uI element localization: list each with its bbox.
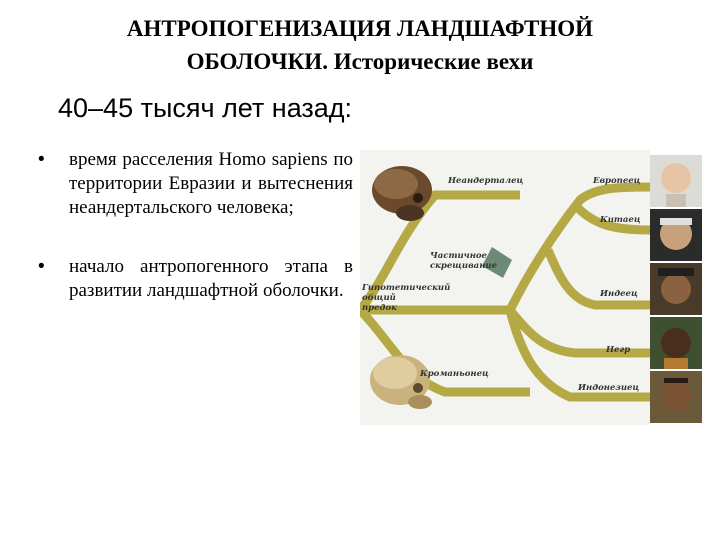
bullet-item: • время расселения Homo sapiens по террит… [38, 148, 353, 220]
evolution-tree: Неандерталец Частичное скрещивание Гипот… [360, 150, 702, 425]
label-partial-crossing-1: Частичное [430, 251, 488, 261]
branch-neanderthal [360, 190, 520, 313]
label-negro: Негр [605, 345, 630, 355]
label-ancestor-2: общий [362, 292, 396, 303]
human-evolution-diagram: Неандерталец Частичное скрещивание Гипот… [360, 150, 706, 425]
bullet-dot: • [38, 256, 45, 277]
neanderthal-skull-icon [372, 166, 432, 221]
label-indian: Индеец [599, 289, 638, 299]
label-indonesian: Индонезиец [577, 383, 639, 393]
slide-subtitle: 40–45 тысяч лет назад: [58, 93, 353, 123]
cromagnon-skull-icon [370, 355, 432, 409]
bullet-text: время расселения Homo sapiens по террито… [69, 149, 353, 218]
label-partial-crossing-2: скрещивание [430, 261, 498, 271]
bullet-text: начало антропогенного этапа в развитии л… [69, 256, 353, 301]
label-chinese: Китаец [599, 215, 641, 225]
branch-chinese [574, 204, 651, 235]
branch-indian [543, 248, 650, 310]
title-line-1: АНТРОПОГЕНИЗАЦИЯ ЛАНДШАФТНОЙ [126, 16, 594, 41]
partial-crossing-link [482, 247, 512, 278]
slide-title: АНТРОПОГЕНИЗАЦИЯ ЛАНДШАФТНОЙ ОБОЛОЧКИ. И… [40, 12, 680, 78]
branch-indonesian [505, 308, 650, 402]
bullet-dot: • [38, 149, 45, 170]
label-neanderthal: Неандерталец [447, 176, 524, 186]
title-line-2: ОБОЛОЧКИ. Исторические вехи [186, 49, 534, 74]
label-ancestor-1: Гипотетический [361, 282, 450, 293]
bullet-list: • время расселения Homo sapiens по террит… [38, 148, 353, 303]
portrait-column [650, 155, 702, 423]
label-ancestor-3: предок [362, 303, 397, 313]
branch-european [505, 182, 651, 313]
bullet-item: • начало антропогенного этапа в развитии … [38, 255, 353, 303]
label-cromagnon: Кроманьонец [419, 369, 489, 379]
label-european: Европеец [592, 176, 641, 186]
